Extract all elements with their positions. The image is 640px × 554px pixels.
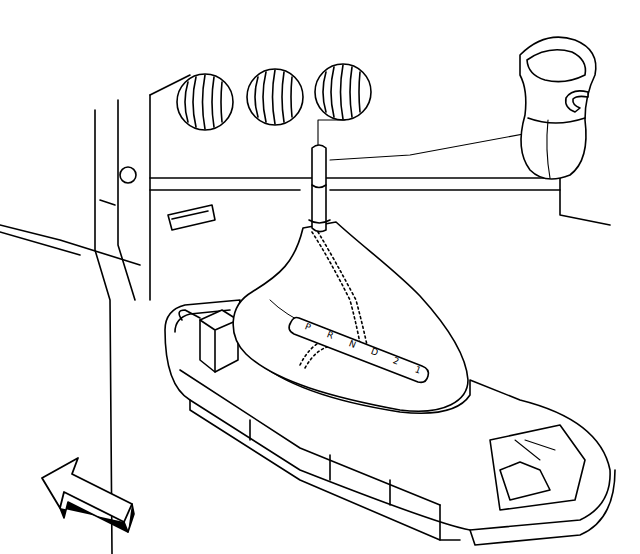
shifter-illustration <box>0 0 640 554</box>
stage: PRND21 <box>0 0 640 554</box>
